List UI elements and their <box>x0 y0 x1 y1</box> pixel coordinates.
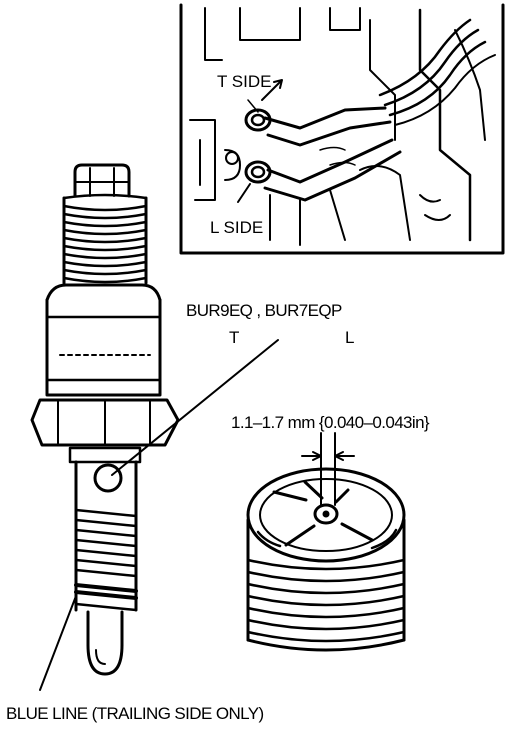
t-side-label: T SIDE <box>217 72 272 91</box>
metal-shell <box>45 298 162 397</box>
t-letter-label: T <box>229 328 240 347</box>
electrode-end-view <box>246 432 406 652</box>
ground-electrodes <box>272 480 374 547</box>
blue-line-note: BLUE LINE (TRAILING SIDE ONLY) <box>6 704 264 723</box>
inset-engine-view <box>179 3 505 255</box>
plug-threads <box>74 508 138 578</box>
l-letter-label: L <box>345 328 355 347</box>
gap-dimension-lines <box>320 432 336 506</box>
leader-line-t-side <box>247 99 259 113</box>
leader-line-models <box>111 339 279 476</box>
insulator-ribs <box>62 204 148 284</box>
l-side-label: L SIDE <box>210 218 264 237</box>
terminal-nut <box>73 163 131 198</box>
end-view-face <box>246 467 406 563</box>
gap-spec-label: 1.1–1.7 mm {0.040–0.043in} <box>231 413 430 432</box>
blue-line-band <box>74 583 138 600</box>
identification-mark <box>93 463 123 493</box>
center-electrode <box>313 503 339 525</box>
hex-nut <box>30 398 180 447</box>
leader-line-blue-line <box>39 595 77 691</box>
plug-models-label: BUR9EQ , BUR7EQP <box>186 301 342 320</box>
spark-plug-side-view <box>30 163 180 676</box>
inset-frame <box>179 3 505 255</box>
